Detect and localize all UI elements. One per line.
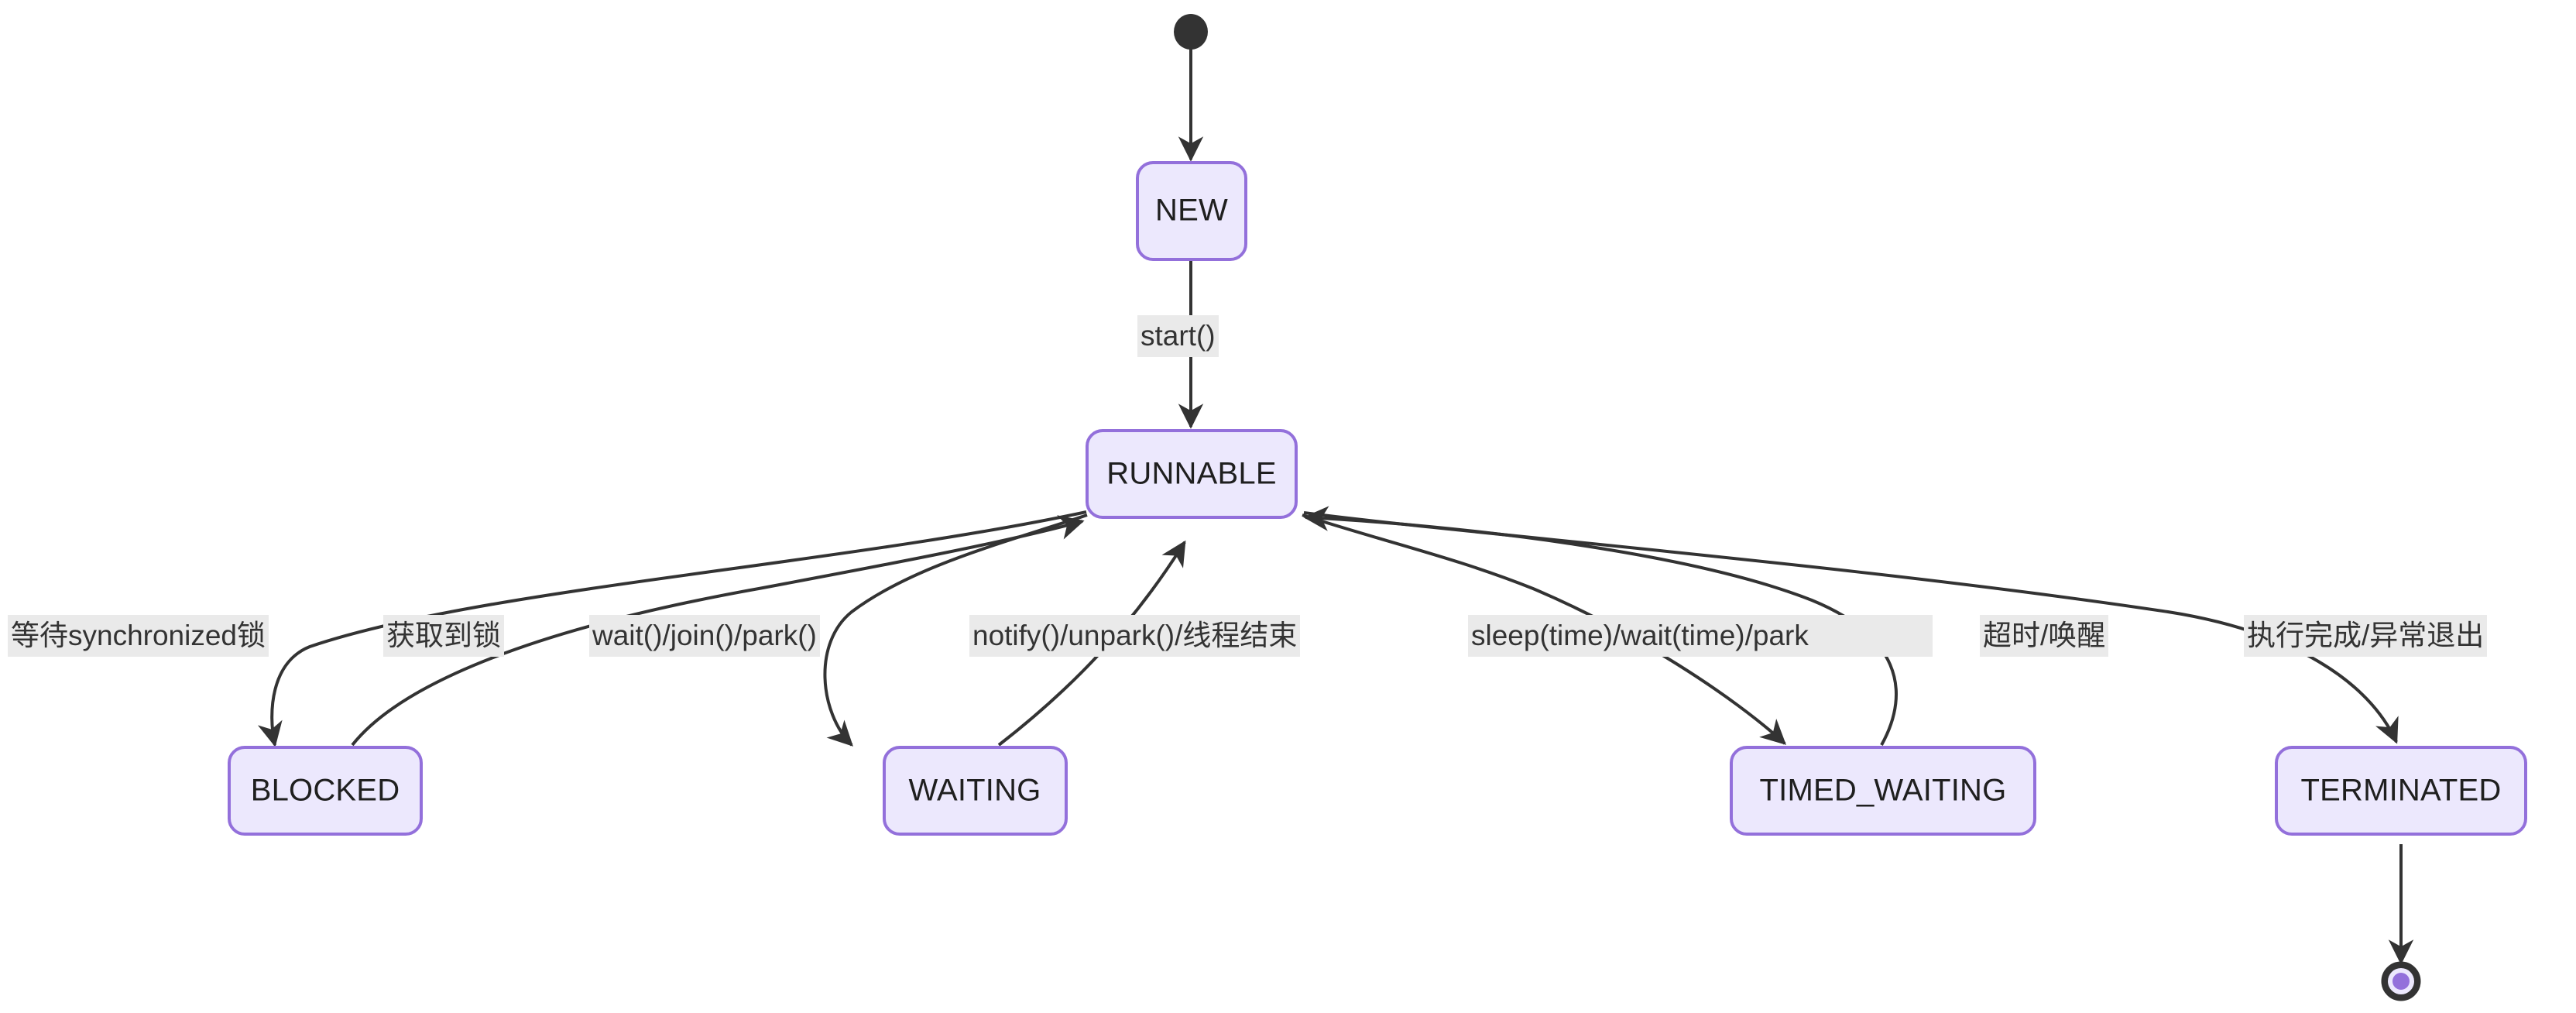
edge-runnable-to-timedwaiting	[1302, 513, 1786, 745]
state-node-timed-waiting[interactable]: TIMED_WAITING	[1730, 746, 2036, 836]
state-node-new-label: NEW	[1155, 194, 1228, 228]
edge-waiting-to-runnable	[997, 540, 1186, 747]
state-node-runnable-label: RUNNABLE	[1106, 457, 1276, 491]
state-node-new[interactable]: NEW	[1136, 161, 1247, 261]
edge-label-start: start()	[1137, 315, 1219, 357]
start-state-marker	[1174, 14, 1208, 50]
state-node-blocked-label: BLOCKED	[251, 774, 400, 808]
state-node-terminated-label: TERMINATED	[2300, 774, 2501, 808]
edge-label-acquired-lock: 获取到锁	[383, 615, 504, 657]
edge-runnable-to-terminated	[1303, 511, 2399, 744]
edge-runnable-to-blocked	[257, 510, 1087, 747]
state-node-waiting-label: WAITING	[908, 774, 1041, 808]
edge-label-sleep-wait-park: sleep(time)/wait(time)/park	[1468, 615, 1933, 657]
edge-label-finish-or-exception: 执行完成/异常退出	[2244, 615, 2488, 657]
end-state-marker	[2381, 961, 2421, 1001]
edge-label-wait-join-park: wait()/join()/park()	[589, 615, 820, 657]
state-node-terminated[interactable]: TERMINATED	[2275, 746, 2527, 836]
edge-runnable-to-waiting	[823, 513, 1088, 747]
state-node-waiting[interactable]: WAITING	[883, 746, 1068, 836]
edge-label-wait-for-lock: 等待synchronized锁	[8, 615, 269, 657]
edge-label-timeout-wakeup: 超时/唤醒	[1980, 615, 2109, 657]
state-node-timed-waiting-label: TIMED_WAITING	[1760, 774, 2007, 808]
state-node-blocked[interactable]: BLOCKED	[228, 746, 423, 836]
state-node-runnable[interactable]: RUNNABLE	[1086, 429, 1298, 519]
edge-blocked-to-runnable	[351, 515, 1085, 747]
edge-label-notify-unpark-thread-end: notify()/unpark()/线程结束	[969, 615, 1301, 657]
